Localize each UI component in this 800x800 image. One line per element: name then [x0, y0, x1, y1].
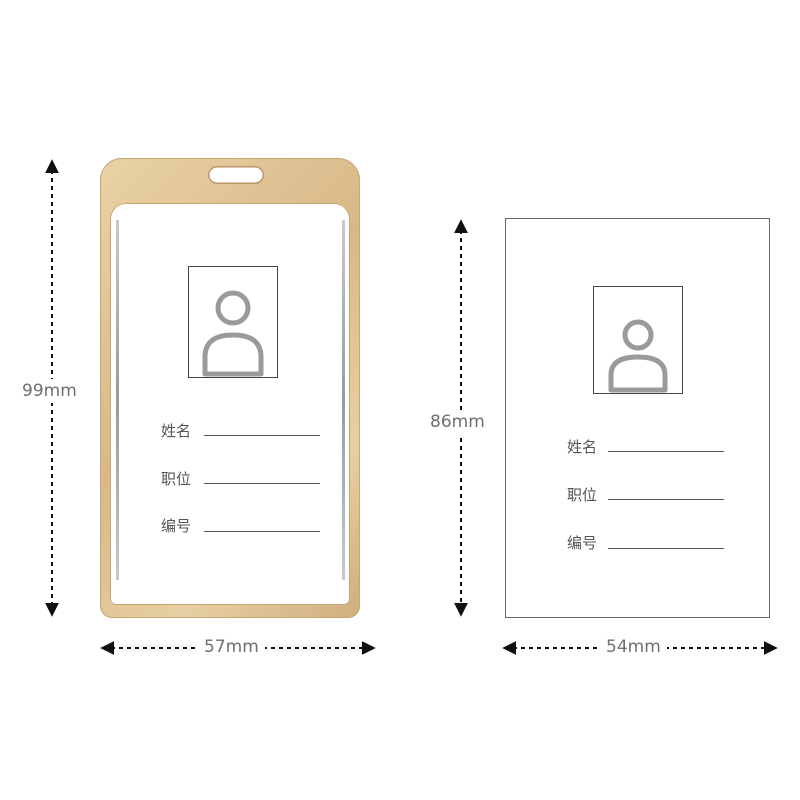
card-holder-frame: 姓名 职位 编号 [100, 158, 360, 618]
card-field-name-label: 姓名 [567, 438, 598, 456]
holder-field-name-label: 姓名 [161, 422, 192, 440]
holder-field-position-line [204, 483, 320, 484]
card-field-position-line [608, 499, 724, 500]
holder-field-number-label: 编号 [161, 517, 192, 535]
holder-field-position-label: 职位 [161, 470, 192, 488]
card-field-number-label: 编号 [567, 534, 598, 552]
holder-height-label: 99mm [20, 379, 79, 403]
card-height-label: 86mm [428, 410, 487, 434]
person-avatar-icon [202, 290, 264, 377]
holder-window-edge-left [116, 220, 119, 580]
holder-window-edge-right [342, 220, 345, 580]
holder-width-label: 57mm [198, 637, 265, 657]
lanyard-slot [208, 166, 264, 184]
holder-field-name-line [204, 435, 320, 436]
card-photo-box [593, 286, 683, 394]
id-card: 姓名 职位 编号 [505, 218, 770, 618]
holder-photo-box [188, 266, 278, 378]
holder-field-number-line [204, 531, 320, 532]
card-field-number-line [608, 548, 724, 549]
person-avatar-icon [608, 319, 668, 393]
card-width-label: 54mm [600, 637, 667, 657]
card-field-position-label: 职位 [567, 486, 598, 504]
card-field-name-line [608, 451, 724, 452]
holder-window [110, 203, 350, 605]
